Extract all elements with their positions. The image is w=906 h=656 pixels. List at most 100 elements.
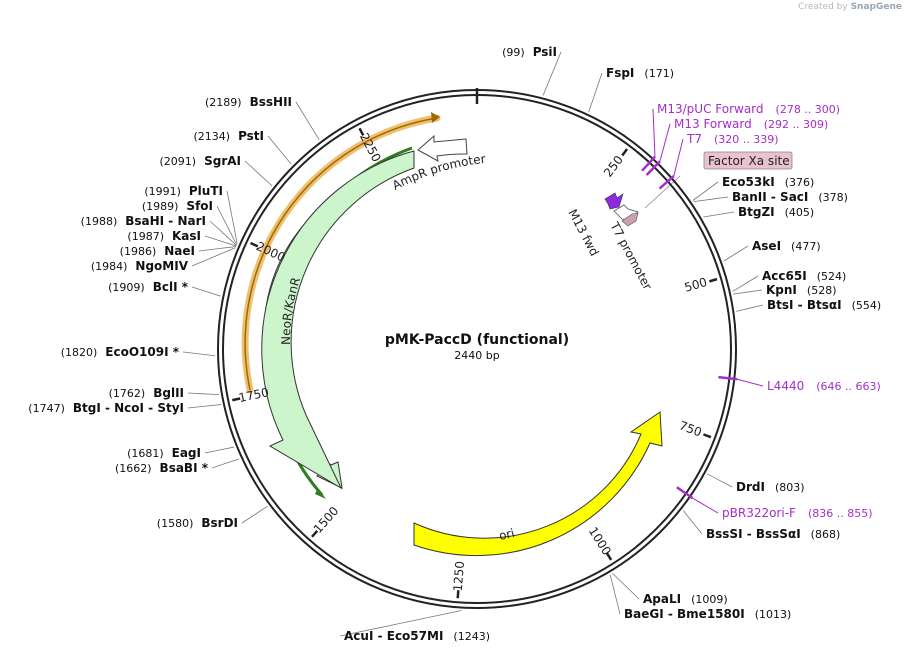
enzyme-leader <box>191 247 236 267</box>
enzyme-leader <box>226 190 238 244</box>
primer-leader <box>652 108 656 157</box>
enzyme-label[interactable]: KpnI(528) <box>766 283 837 297</box>
enzyme-label[interactable]: (2189)BssHII <box>205 95 292 109</box>
enzyme-leader <box>267 135 292 165</box>
tick-mark <box>621 148 629 157</box>
primer-leader <box>737 378 764 387</box>
primer-site-mark[interactable] <box>658 175 675 190</box>
enzyme-label[interactable]: (1820)EcoO109I * <box>61 345 180 359</box>
enzyme-label[interactable]: Acc65I(524) <box>762 269 846 283</box>
enzyme-leader <box>209 220 237 246</box>
credit-prefix: Created by <box>798 2 848 12</box>
enzyme-label[interactable]: ApaLI(1009) <box>643 592 728 606</box>
primer-site-mark[interactable] <box>645 160 661 176</box>
enzyme-label[interactable]: BssSI - BssSαI(868) <box>706 527 840 541</box>
primer-site-mark[interactable] <box>641 155 656 172</box>
m13-fwd-label: M13 fwd <box>565 207 601 259</box>
tick-mark <box>232 397 241 402</box>
tick-mark <box>605 552 613 561</box>
enzyme-label[interactable]: (1662)BsaBI * <box>115 461 209 475</box>
enzyme-label[interactable]: (1991)PluTI <box>144 184 223 198</box>
enzyme-leader <box>204 446 235 454</box>
enzyme-label[interactable]: AseI(477) <box>752 239 821 253</box>
enzyme-leader <box>542 51 562 96</box>
enzyme-leader <box>191 286 221 297</box>
enzyme-label[interactable]: (1762)BglII <box>109 386 184 400</box>
enzyme-leader <box>295 101 320 141</box>
tick-label: 500 <box>683 275 709 295</box>
enzyme-leader <box>707 473 733 488</box>
tick-label: 1750 <box>237 385 270 405</box>
enzyme-label[interactable]: BanII - SacI(378) <box>732 190 848 204</box>
primer-group: M13/pUC Forward(278 .. 300)M13 Forward(2… <box>641 102 881 520</box>
enzyme-label[interactable]: (1989)SfoI <box>142 199 213 213</box>
primer-site-mark[interactable] <box>718 375 738 381</box>
enzyme-leader <box>182 351 216 357</box>
enzyme-label[interactable]: (1986)NaeI <box>120 244 195 258</box>
factor-xa-label: Factor Xa site <box>708 154 790 168</box>
enzyme-label[interactable]: FspI(171) <box>606 66 674 80</box>
enzyme-leader <box>216 205 238 245</box>
enzyme-leader <box>211 458 240 469</box>
snapgene-credit: Created by SnapGene <box>798 2 902 12</box>
enzyme-label[interactable]: BtgZI(405) <box>738 205 814 219</box>
enzyme-label[interactable]: (99)PsiI <box>502 45 557 59</box>
primer-site-label[interactable]: L4440(646 .. 663) <box>767 379 881 393</box>
orange-feature-arrowhead <box>431 112 440 123</box>
enzyme-leader <box>339 610 462 637</box>
t7-small-feature[interactable] <box>621 212 639 227</box>
enzyme-leader <box>204 235 237 247</box>
primer-leader <box>659 123 671 162</box>
ampr-promoter-feature[interactable] <box>417 134 468 162</box>
ori-label: ori <box>498 526 516 543</box>
enzyme-label[interactable]: BtsI - BtsαI(554) <box>767 298 881 312</box>
enzyme-leader <box>609 574 621 615</box>
orange-feature-arc-core <box>244 117 438 391</box>
tick-mark <box>456 590 460 599</box>
enzyme-label[interactable]: (1984)NgoMIV <box>91 259 189 273</box>
enzyme-leader <box>733 289 763 295</box>
enzyme-leader <box>732 275 759 292</box>
enzyme-label[interactable]: (1747)BtgI - NcoI - StyI <box>28 401 184 415</box>
ori-feature[interactable] <box>413 411 663 557</box>
enzyme-label[interactable]: (1681)EagI <box>127 446 201 460</box>
tick-mark <box>250 241 259 248</box>
enzyme-label[interactable]: AcuI - Eco57MI(1243) <box>344 629 490 643</box>
primer-site-label[interactable]: M13 Forward(292 .. 309) <box>674 117 828 131</box>
primer-site-label[interactable]: pBR322ori-F(836 .. 855) <box>722 506 873 520</box>
tick-label: 250 <box>601 153 626 180</box>
enzyme-label[interactable]: DrdI(803) <box>736 480 805 494</box>
enzyme-leader <box>612 572 640 600</box>
tick-label: 750 <box>677 418 703 439</box>
tick-label: 1250 <box>451 561 467 593</box>
m13-fwd-feature[interactable] <box>604 192 624 210</box>
primer-site-label[interactable]: M13/pUC Forward(278 .. 300) <box>657 102 840 116</box>
enzyme-label[interactable]: (2134)PstI <box>193 129 264 143</box>
green-feature-arrowhead <box>315 488 326 499</box>
factor-xa-box[interactable] <box>703 151 793 170</box>
enzyme-label[interactable]: (1988)BsaHI - NarI <box>81 214 206 228</box>
enzyme-label[interactable]: Eco53kI(376) <box>722 175 814 189</box>
enzyme-leader <box>588 72 603 113</box>
enzyme-leader <box>198 246 236 252</box>
tick-mark <box>358 127 365 136</box>
enzyme-label[interactable]: (1987)KasI <box>127 229 201 243</box>
enzyme-label[interactable]: BaeGI - Bme1580I(1013) <box>624 607 791 621</box>
primer-leader <box>692 497 719 514</box>
tick-mark <box>703 433 712 439</box>
plasmid-name: pMK-PaccD (functional) <box>385 332 569 348</box>
primer-leader <box>673 138 684 177</box>
plasmid-size: 2440 bp <box>454 349 499 362</box>
primer-site-mark[interactable] <box>676 486 694 500</box>
tick-label: 1000 <box>586 524 614 557</box>
enzyme-label[interactable]: (1909)BclI * <box>108 280 189 294</box>
enzyme-label[interactable]: (2091)SgrAI <box>160 154 241 168</box>
t7-promoter-label: T7 promoter <box>607 219 655 292</box>
primer-site-label[interactable]: T7(320 .. 339) <box>686 132 779 146</box>
enzyme-label[interactable]: (1580)BsrDI <box>157 516 238 530</box>
enzyme-leader <box>692 181 719 201</box>
enzyme-leader <box>682 510 703 535</box>
enzyme-leader <box>723 245 749 262</box>
enzyme-leader <box>187 392 220 396</box>
